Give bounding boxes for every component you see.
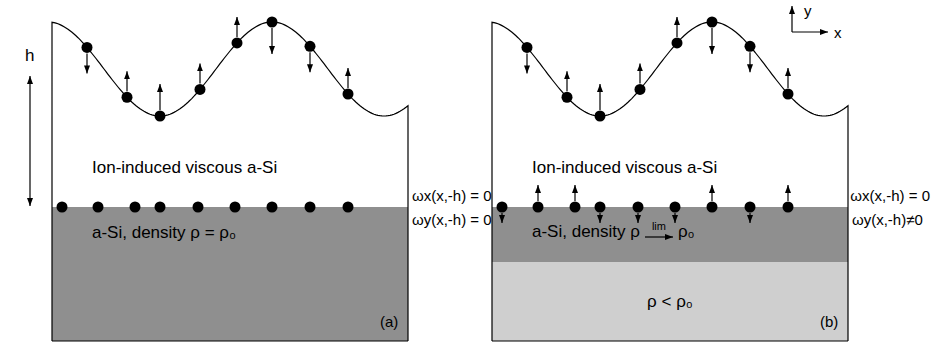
velocity-arrow (599, 84, 600, 110)
velocity-arrow (159, 84, 160, 110)
velocity-arrow (126, 71, 127, 91)
surface-dot (82, 42, 93, 53)
interface-dot (595, 202, 606, 213)
limit-arrow-line (645, 236, 673, 237)
surface-dot (672, 37, 683, 48)
interface-dot (707, 202, 718, 213)
limit-label: lim (652, 221, 666, 232)
interface-dot (93, 202, 104, 213)
velocity-arrow (309, 52, 310, 72)
interface-dot (267, 202, 278, 213)
band-label: ρ₀ (678, 222, 695, 242)
interface-dot (633, 202, 644, 213)
velocity-arrow (639, 63, 640, 83)
velocity-arrow (787, 185, 788, 201)
velocity-arrow (676, 17, 677, 37)
boundary-condition: ωy(x,-h)≠0 (852, 211, 923, 228)
velocity-arrow (711, 28, 712, 54)
region-label: Ion-induced viscous a-Si (92, 158, 277, 178)
velocity-arrow (86, 53, 87, 73)
velocity-arrow (711, 185, 712, 201)
panel-bottom (52, 340, 408, 341)
interface-dot (130, 202, 141, 213)
height-arrow (29, 76, 30, 206)
interface-dot (343, 202, 354, 213)
region-label: Ion-induced viscous a-Si (532, 158, 717, 178)
surface-dot (522, 42, 533, 53)
interface-dot (497, 202, 508, 213)
y-axis (791, 6, 792, 32)
interface-dot (193, 202, 204, 213)
band-label: a-Si, density ρ (532, 222, 640, 242)
velocity-arrow (787, 68, 788, 88)
limit-arrow: lim (644, 221, 674, 242)
boundary-condition: ωx(x,-h) = 0 (412, 187, 492, 204)
surface-dot (232, 37, 243, 48)
surface-dot (562, 92, 573, 103)
band-label: ρ < ρ₀ (647, 292, 693, 312)
velocity-arrow (599, 213, 600, 223)
interface-dot (305, 202, 316, 213)
limit-arrow-symbol (644, 232, 674, 242)
velocity-arrow (749, 213, 750, 223)
surface-dot (267, 17, 278, 28)
velocity-arrow (526, 53, 527, 73)
velocity-arrow (347, 68, 348, 88)
boundary-condition: ωy(x,-h) = 0 (412, 211, 492, 228)
x-axis (792, 31, 828, 32)
density-band: ρ < ρ₀ (492, 262, 848, 341)
surface-dot (707, 17, 718, 28)
axis-label: x (834, 24, 842, 41)
band-label: a-Si, density ρ = ρ₀ (92, 223, 236, 243)
velocity-arrow (236, 17, 237, 37)
density-band: a-Si, density ρ = ρ₀ (52, 207, 408, 341)
panel-outline (52, 22, 408, 341)
interface-dot (570, 202, 581, 213)
surface-dot (305, 41, 316, 52)
axis-label: y (804, 2, 812, 19)
density-band: a-Si, density ρ lim ρ₀ (492, 207, 848, 262)
velocity-arrow (537, 185, 538, 201)
interface-dot (783, 202, 794, 213)
surface-dot (745, 41, 756, 52)
interface-dot (155, 202, 166, 213)
surface-dot (343, 89, 354, 100)
panel-bottom (492, 340, 848, 341)
surface-dot (122, 92, 133, 103)
velocity-arrow (749, 52, 750, 72)
velocity-arrow (199, 63, 200, 83)
velocity-arrow (637, 213, 638, 223)
velocity-arrow (271, 28, 272, 54)
interface-dot (57, 202, 68, 213)
dimension-label: h (25, 46, 34, 66)
velocity-arrow (566, 71, 567, 91)
panel-label: (a) (380, 313, 398, 330)
low-density-band (492, 262, 848, 341)
interface-dot (230, 202, 241, 213)
interface-dot (533, 202, 544, 213)
velocity-arrow (574, 185, 575, 201)
velocity-arrow (674, 213, 675, 223)
velocity-arrow (501, 213, 502, 223)
interface-dot (745, 202, 756, 213)
surface-dot (155, 111, 166, 122)
surface-dot (783, 89, 794, 100)
surface-dot (195, 84, 206, 95)
dense-band (52, 207, 408, 341)
surface-dot (635, 84, 646, 95)
panel-outline (492, 22, 848, 341)
boundary-condition: ωx(x,-h) = 0 (850, 187, 930, 204)
panel-label: (b) (820, 313, 838, 330)
interface-dot (670, 202, 681, 213)
surface-dot (595, 111, 606, 122)
dense-band (492, 207, 848, 262)
